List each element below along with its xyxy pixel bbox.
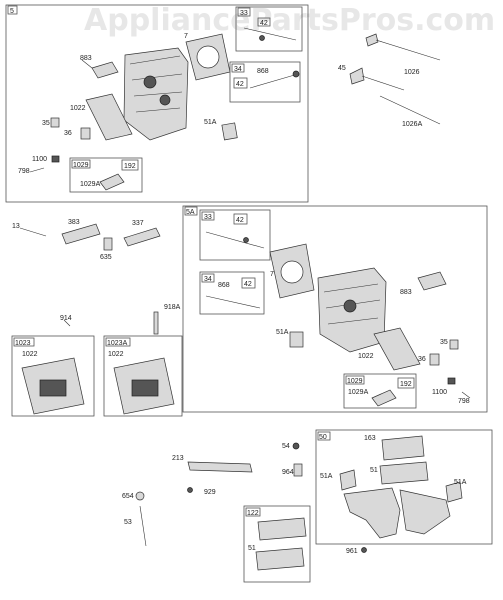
label-35-b: 35: [440, 339, 448, 346]
label-7-b: 7: [270, 271, 274, 278]
valve-cover-gasket: [85, 93, 133, 141]
label-51: 51: [370, 467, 378, 474]
section-label-5: 5: [10, 8, 14, 15]
part-961: 961: [346, 547, 367, 555]
label-918a: 918A: [164, 304, 181, 311]
valve-spring-36: [80, 127, 91, 140]
section-5: 5 33 42: [5, 4, 309, 203]
label-34: 34: [234, 66, 242, 73]
section-122: 122 51: [243, 505, 311, 583]
gasket-883: [81, 59, 119, 79]
label-654: 654: [122, 493, 134, 500]
valve-cover-1023: 1023 1022: [11, 335, 95, 417]
section-label-1023: 1023: [15, 340, 31, 347]
bracket-213: 213 929: [172, 455, 253, 496]
label-1022-c: 1022: [108, 351, 124, 358]
section-50: 50 163 51 51A 51A: [315, 429, 493, 545]
section-label-1023a: 1023A: [107, 340, 128, 347]
parts-54-964: 54 964: [282, 442, 303, 477]
valves-1026: 45 1026 1026A: [338, 33, 441, 128]
label-53: 53: [124, 519, 132, 526]
label-1026a: 1026A: [402, 121, 423, 128]
section-label-50: 50: [319, 434, 327, 441]
exhaust-gasket-51a: [221, 122, 238, 141]
head-gasket: [185, 33, 231, 81]
label-33-b: 33: [204, 214, 212, 221]
label-42: 42: [260, 20, 268, 27]
label-42-d: 42: [244, 281, 252, 288]
label-1029a: 1029A: [80, 181, 101, 188]
valve-spring-35: [50, 117, 60, 128]
label-1029: 1029: [73, 162, 89, 169]
label-961: 961: [346, 548, 358, 555]
label-883-b: 883: [400, 289, 412, 296]
label-36: 36: [64, 130, 72, 137]
label-798: 798: [18, 168, 30, 175]
label-635: 635: [100, 254, 112, 261]
loose-parts-middle: 13 383 337 635 918A 914: [12, 219, 181, 335]
label-383: 383: [68, 219, 80, 226]
section-label-122: 122: [247, 510, 259, 517]
label-1100: 1100: [32, 156, 47, 163]
watermark: AppliancePartsPros.com: [84, 3, 495, 38]
label-1026: 1026: [404, 69, 420, 76]
label-964: 964: [282, 469, 294, 476]
label-192-b: 192: [400, 381, 412, 388]
label-1022-d: 1022: [358, 353, 374, 360]
label-51a: 51A: [204, 119, 217, 126]
label-798-b: 798: [458, 398, 470, 405]
label-42-b: 42: [236, 81, 244, 88]
label-7: 7: [184, 33, 188, 40]
label-45: 45: [338, 65, 346, 72]
label-163: 163: [364, 435, 376, 442]
label-1029a-b: 1029A: [348, 389, 369, 396]
parts-654-53: 654 53: [122, 491, 147, 547]
label-868: 868: [257, 68, 269, 75]
label-51-b: 51: [248, 545, 256, 552]
label-213: 213: [172, 455, 184, 462]
label-34-b: 34: [204, 276, 212, 283]
valve-cover-1023a: 1023A 1022: [103, 335, 183, 417]
label-1022: 1022: [70, 105, 86, 112]
section-5a: 5A 33 42 34 868 42 7 883 51A 1022 3: [182, 205, 488, 413]
label-868-b: 868: [218, 282, 230, 289]
label-1029-b: 1029: [347, 378, 363, 385]
label-1100-b: 1100: [432, 389, 447, 396]
label-929: 929: [204, 489, 216, 496]
label-51a-c: 51A: [320, 473, 333, 480]
label-1022-b: 1022: [22, 351, 38, 358]
section-label-5a: 5A: [186, 209, 195, 216]
label-51a-d: 51A: [454, 479, 467, 486]
label-33: 33: [240, 10, 248, 17]
label-914: 914: [60, 315, 72, 322]
label-883: 883: [80, 55, 92, 62]
label-337: 337: [132, 220, 144, 227]
label-42-c: 42: [236, 217, 244, 224]
label-51a-b: 51A: [276, 329, 289, 336]
label-13: 13: [12, 223, 20, 230]
label-54: 54: [282, 443, 290, 450]
label-35: 35: [42, 120, 50, 127]
label-192: 192: [124, 163, 136, 170]
cylinder-head: [123, 47, 189, 141]
label-36-b: 36: [418, 356, 426, 363]
